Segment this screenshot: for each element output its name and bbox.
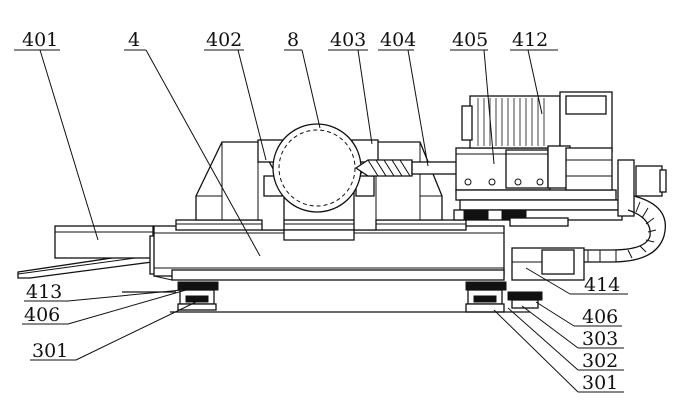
- label-406-left: 406: [24, 304, 60, 326]
- label-301-left: 301: [32, 340, 68, 362]
- label-403: 403: [330, 29, 366, 51]
- label-406-right: 406: [582, 306, 618, 328]
- motor-412: [461, 91, 613, 191]
- leader-lines: [14, 49, 628, 393]
- right-foot-406: [465, 281, 543, 313]
- drill-bit-403: [354, 159, 459, 177]
- left-foot-406: [122, 281, 219, 311]
- pipe-workpiece-8: [272, 123, 362, 213]
- label-303: 303: [582, 328, 618, 350]
- cable-chain-414: [511, 159, 667, 281]
- label-404: 404: [380, 29, 416, 51]
- machine-bed-4: [153, 219, 505, 281]
- label-4: 4: [128, 29, 140, 51]
- label-401: 401: [22, 29, 58, 51]
- label-414: 414: [584, 274, 620, 296]
- label-413: 413: [26, 281, 62, 303]
- label-402: 402: [206, 29, 242, 51]
- feed-plate-401: [17, 225, 159, 279]
- label-412: 412: [512, 29, 548, 51]
- label-8: 8: [287, 29, 299, 51]
- label-301-right: 301: [582, 372, 618, 394]
- drive-unit-405: [453, 147, 623, 227]
- label-302: 302: [582, 350, 618, 372]
- label-405: 405: [452, 29, 488, 51]
